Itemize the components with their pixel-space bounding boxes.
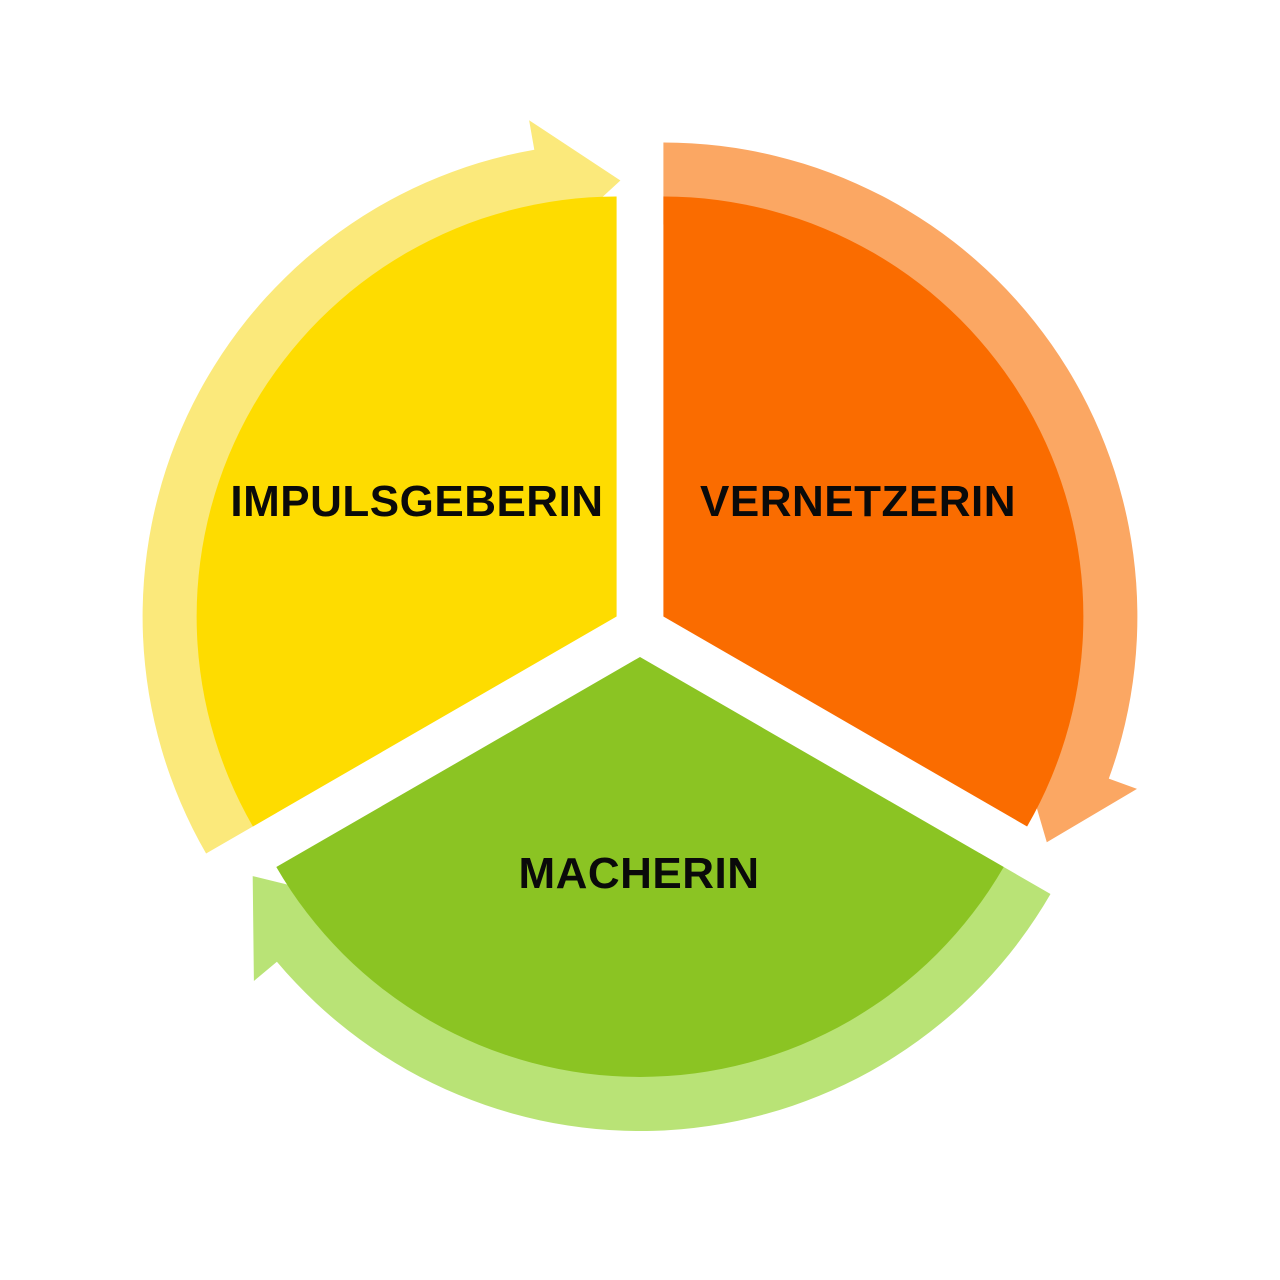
segment-macherin — [276, 657, 1004, 1077]
macherin-arrow-arc-icon — [252, 853, 1051, 1132]
segment-impulsgeberin — [196, 196, 617, 827]
segment-vernetzerin — [663, 196, 1084, 827]
vernetzerin-arrow-arc-icon — [663, 142, 1138, 843]
segment-label-vernetzerin: VERNETZERIN — [700, 477, 1016, 526]
segment-label-macherin: MACHERIN — [518, 849, 759, 898]
segment-label-impulsgeberin: IMPULSGEBERIN — [230, 477, 603, 526]
impulsgeberin-arrow-arc-icon — [142, 120, 621, 854]
